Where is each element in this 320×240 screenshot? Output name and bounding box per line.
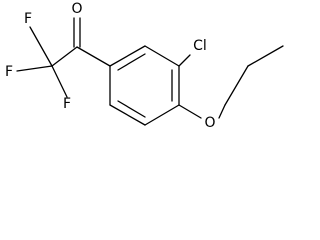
- atom-label-fluorine-bottom: F: [63, 96, 71, 112]
- bond-carbonyl-ring: [76, 46, 111, 67]
- atom-label-ether-oxygen: O: [204, 115, 215, 131]
- bond-ring-inner-3: [117, 100, 146, 118]
- atom-label-fluorine-top: F: [24, 11, 32, 27]
- bond-ring-2: [144, 45, 180, 67]
- atom-label-carbonyl-oxygen: O: [71, 1, 82, 17]
- bond-ring-4: [144, 104, 180, 126]
- atom-label-chlorine: Cl: [193, 38, 207, 54]
- bond-c1-c2: [224, 65, 249, 106]
- bond-ring-o: [178, 104, 202, 119]
- bond-o-c1: [218, 104, 226, 119]
- bond-ring-1: [109, 45, 146, 67]
- chemical-structure: O F F F Cl O: [5, 1, 284, 131]
- bond-ring-5: [109, 104, 146, 126]
- bond-ring-inner-1: [117, 53, 146, 71]
- bond-cf3-f-left: [16, 65, 53, 72]
- bond-cf3-carbonyl: [51, 46, 78, 67]
- bond-c2-c3: [247, 45, 284, 67]
- atom-label-fluorine-left: F: [5, 64, 13, 80]
- bond-cf3-f-top: [29, 26, 53, 67]
- bond-cf3-f-bottom: [51, 65, 68, 98]
- bond-ring-cl: [178, 54, 191, 67]
